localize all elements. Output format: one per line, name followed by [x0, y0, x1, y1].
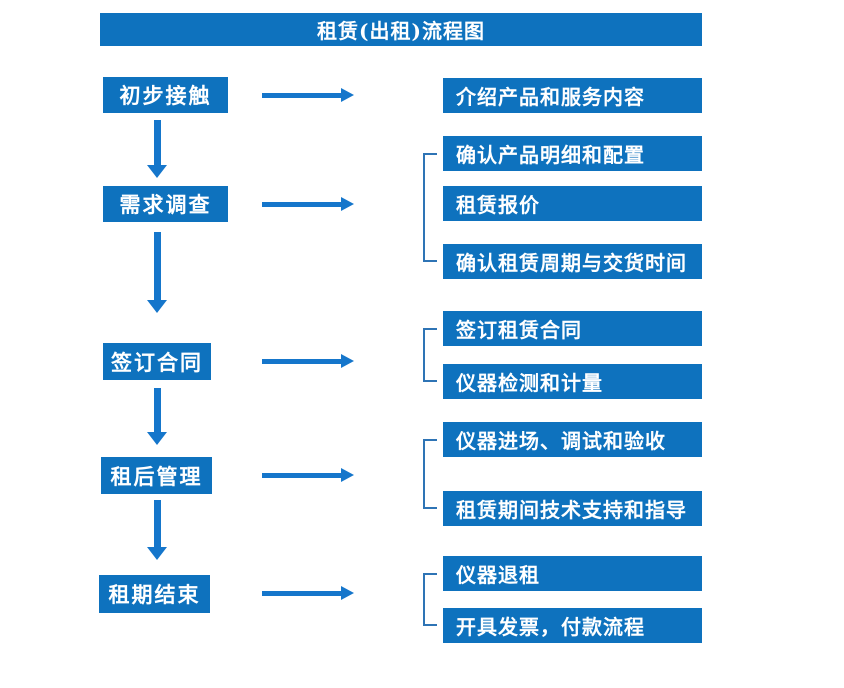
step-label: 初步接触 [119, 83, 212, 108]
arrow-stem [262, 92, 341, 98]
step-box-sign-contract: 签订合同 [103, 343, 211, 380]
output-box: 介绍产品和服务内容 [443, 78, 702, 113]
step-box-initial-contact: 初步接触 [103, 77, 228, 113]
output-label: 确认产品明细和配置 [456, 143, 645, 167]
output-box: 仪器进场、调试和验收 [443, 422, 702, 457]
arrow-stem [262, 201, 341, 207]
arrow-head [341, 197, 354, 211]
output-box: 确认产品明细和配置 [443, 136, 702, 171]
step-label: 租期结束 [108, 582, 201, 607]
output-label: 仪器进场、调试和验收 [456, 429, 666, 453]
arrow-stem [153, 120, 161, 165]
arrow-right-icon [262, 354, 354, 368]
output-box: 仪器退租 [443, 556, 702, 591]
output-label: 签订租赁合同 [456, 318, 582, 342]
output-box: 租赁期间技术支持和指导 [443, 491, 702, 526]
step-box-post-rental-management: 租后管理 [101, 457, 212, 494]
output-box: 确认租赁周期与交货时间 [443, 244, 702, 279]
output-label: 确认租赁周期与交货时间 [456, 251, 687, 275]
arrow-down-icon [147, 232, 167, 313]
output-box: 仪器检测和计量 [443, 364, 702, 399]
arrow-stem [153, 500, 161, 547]
output-label: 开具发票，付款流程 [456, 615, 645, 639]
arrow-head [147, 300, 167, 313]
title-bar: 租赁(出租)流程图 [100, 13, 702, 46]
arrow-head [147, 547, 167, 560]
arrow-down-icon [147, 500, 167, 560]
arrow-head [341, 586, 354, 600]
step-box-demand-survey: 需求调查 [103, 186, 228, 222]
output-label: 仪器检测和计量 [456, 371, 603, 395]
arrow-down-icon [147, 388, 167, 445]
page-title: 租赁(出租)流程图 [317, 19, 485, 43]
step-label: 租后管理 [110, 463, 203, 489]
step-label: 签订合同 [111, 349, 203, 375]
output-box: 开具发票，付款流程 [443, 608, 702, 643]
arrow-down-icon [147, 120, 167, 178]
output-label: 租赁期间技术支持和指导 [456, 498, 687, 522]
step-box-rental-end: 租期结束 [99, 575, 210, 613]
arrow-head [341, 354, 354, 368]
step-label: 需求调查 [119, 192, 212, 217]
arrow-right-icon [262, 88, 354, 102]
group-bracket [423, 153, 437, 262]
output-label: 租赁报价 [456, 193, 540, 217]
output-box: 租赁报价 [443, 186, 702, 221]
output-label: 仪器退租 [456, 563, 540, 587]
arrow-head [341, 88, 354, 102]
arrow-right-icon [262, 197, 354, 211]
arrow-stem [153, 232, 161, 300]
group-bracket [423, 328, 437, 382]
arrow-stem [153, 388, 161, 432]
output-label: 介绍产品和服务内容 [456, 85, 645, 109]
arrow-stem [262, 472, 341, 478]
arrow-right-icon [262, 586, 354, 600]
group-bracket [423, 439, 437, 509]
group-bracket [423, 573, 437, 626]
arrow-stem [262, 590, 341, 596]
arrow-stem [262, 358, 341, 364]
arrow-head [147, 432, 167, 445]
arrow-head [147, 165, 167, 178]
arrow-head [341, 468, 354, 482]
output-box: 签订租赁合同 [443, 311, 702, 346]
arrow-right-icon [262, 468, 354, 482]
